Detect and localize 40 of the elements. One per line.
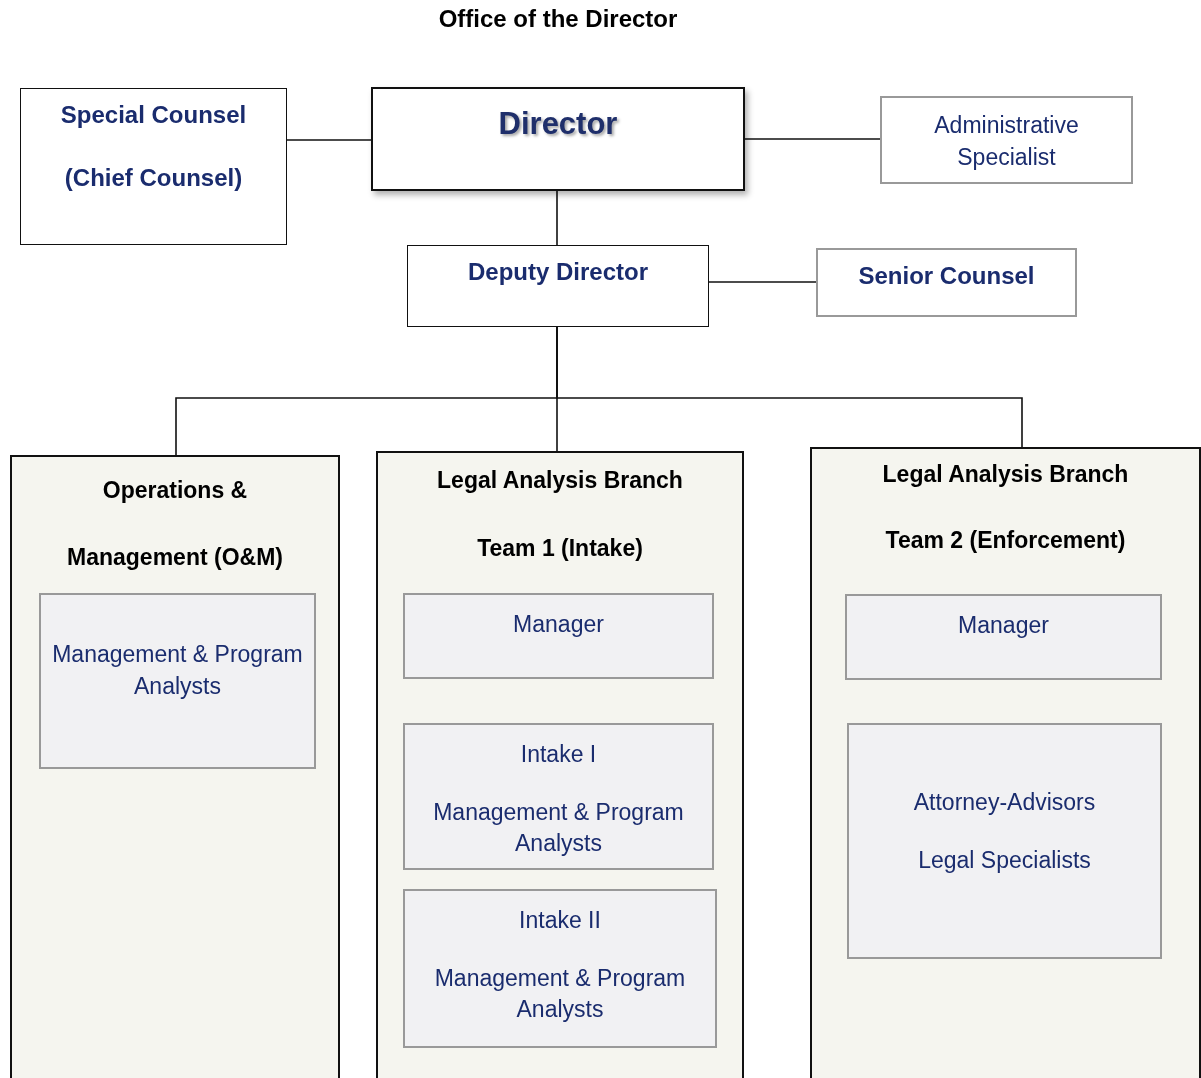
position-title: Administrative Specialist — [933, 111, 1080, 172]
branch-heading: Team 2 (Enforcement) — [884, 526, 1127, 555]
position-subtitle: Legal Specialists — [917, 845, 1092, 875]
position-title: Intake II — [518, 906, 602, 935]
staff-box — [847, 723, 1162, 959]
branch-heading: Operations & Management (O&M) — [66, 476, 284, 572]
staff-box — [403, 593, 714, 679]
position-title: Attorney-Advisors — [912, 788, 1097, 817]
branch-heading: Legal Analysis Branch — [881, 461, 1130, 489]
staff-box — [845, 594, 1162, 680]
branch-panel — [810, 447, 1201, 1078]
position-title: Intake I — [519, 740, 598, 769]
chart-title: Office of the Director — [437, 5, 679, 33]
position-subtitle: (Chief Counsel) — [63, 163, 244, 193]
position-box — [20, 88, 287, 245]
position-title: Deputy Director — [466, 258, 649, 287]
connector-line — [286, 139, 372, 141]
position-subtitle: Management & Program Analysts — [432, 797, 685, 859]
connector-line — [744, 138, 881, 140]
position-title: Manager — [957, 611, 1050, 640]
position-box — [880, 96, 1133, 184]
position-title: Special Counsel — [59, 101, 248, 130]
connector-line — [556, 190, 558, 246]
branch-panel — [376, 451, 744, 1078]
position-title: Manager — [512, 610, 605, 639]
connector-line — [556, 326, 1023, 448]
branch-heading: Team 1 (Intake) — [476, 534, 644, 563]
position-subtitle: Management & Program Analysts — [433, 963, 687, 1025]
position-title: Director — [497, 105, 619, 143]
position-title: Management & Program Analysts — [51, 640, 304, 701]
staff-box — [39, 593, 316, 769]
director-box — [371, 87, 745, 191]
staff-box — [403, 723, 714, 870]
position-box — [407, 245, 709, 327]
staff-box — [403, 889, 717, 1048]
position-title: Senior Counsel — [857, 262, 1036, 291]
branch-heading: Legal Analysis Branch — [436, 467, 684, 495]
connector-line — [708, 281, 817, 283]
branch-panel — [10, 455, 340, 1078]
position-box — [816, 248, 1077, 317]
